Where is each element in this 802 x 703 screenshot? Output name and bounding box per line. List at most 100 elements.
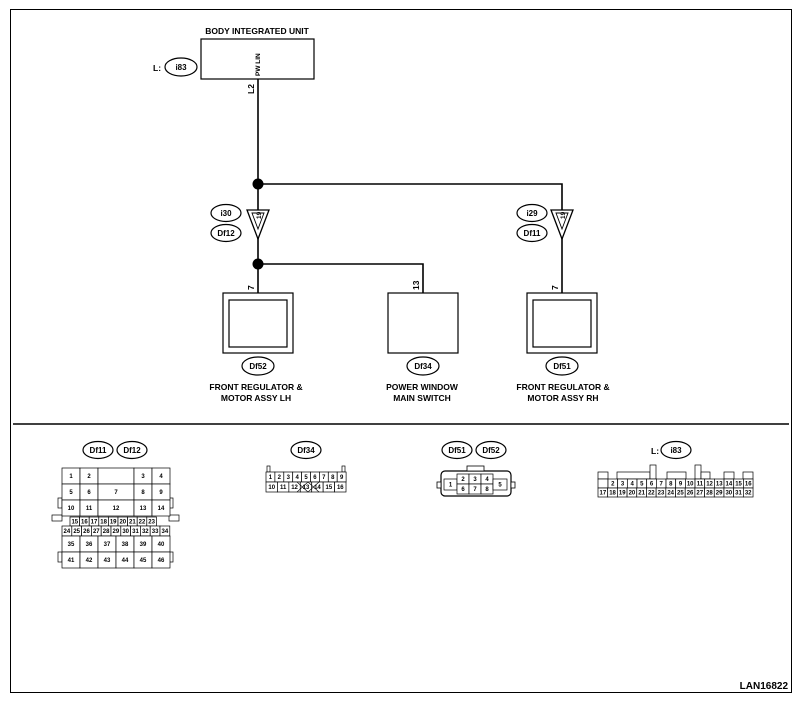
bcm-pin: L2 <box>246 84 256 94</box>
df11-df12-pin-label: 1 <box>69 474 73 480</box>
df34-pin-label: 4 <box>295 475 299 481</box>
df11-tab-left-lower <box>57 551 63 563</box>
i83-pin-label: 6 <box>650 482 654 488</box>
df11-df12-pin-label: 20 <box>119 520 126 526</box>
df11-df12-pin-label: 3 <box>141 474 145 480</box>
df11-df12-pin-label: 8 <box>141 490 145 496</box>
bcm-box <box>200 38 315 80</box>
load-rh-connector-label: Df51 <box>553 362 571 371</box>
face-i83-oval <box>660 440 692 460</box>
i83-pin-label: 32 <box>745 491 752 497</box>
df34-pin-label: 11 <box>280 485 287 491</box>
face-df52-label: Df52 <box>482 446 500 455</box>
df11-tab-right <box>168 514 180 522</box>
df11-df12-pin-label: 5 <box>69 490 73 496</box>
i83-pin-label: 2 <box>611 482 615 488</box>
load-rh-box <box>526 292 598 354</box>
load-lh-box <box>222 292 294 354</box>
df34-pin-label: 3 <box>287 475 291 481</box>
face-df52-oval <box>475 440 507 460</box>
df51-df52-pin-label: 5 <box>498 483 502 489</box>
face-i83-label: i83 <box>670 446 682 455</box>
df34-pin-label: 16 <box>337 485 344 491</box>
df11-df12-cell <box>151 551 171 569</box>
i83-pin-label: 13 <box>716 482 723 488</box>
df11-df12-pin-label: 28 <box>103 529 110 535</box>
df11-df12-pin-label: 18 <box>100 520 107 526</box>
load-lh-name-line2: MOTOR ASSY LH <box>221 393 291 403</box>
i83-pin-label: 31 <box>735 491 742 497</box>
load-lh-pin: 7 <box>246 285 256 290</box>
bcm-connector-label: i83 <box>175 63 187 72</box>
splice-lh-bottom-oval <box>210 223 242 243</box>
df51-df52-pin-label: 8 <box>485 487 489 493</box>
df11-df12-pin-label: 23 <box>148 520 155 526</box>
splice-rh-pin: 19 <box>560 211 567 219</box>
df11-df12-pin-label: 27 <box>93 529 100 535</box>
df11-df12-pin-label: 31 <box>132 529 139 535</box>
df34-pin-label: 10 <box>268 485 275 491</box>
load-rh-pin: 7 <box>550 285 560 290</box>
df34-pin-label: 2 <box>278 475 282 481</box>
i83-pin-label: 9 <box>679 482 683 488</box>
face-df51-oval <box>441 440 473 460</box>
df51-df52-cell <box>492 478 508 491</box>
load-switch-box <box>387 292 459 354</box>
df11-df12-pin-label: 9 <box>159 490 163 496</box>
load-lh-connector-oval <box>241 356 275 376</box>
splice-rh-top-label: i29 <box>526 209 538 218</box>
i83-pin-label: 15 <box>735 482 742 488</box>
i83-pin-label: 12 <box>706 482 713 488</box>
wire-to-switch <box>258 263 424 293</box>
df11-df12-pin-label: 22 <box>139 520 146 526</box>
df11-df12-pin-label: 4 <box>159 474 163 480</box>
df11-df12-pin-label: 34 <box>162 529 169 535</box>
i83-pin-label: 28 <box>706 491 713 497</box>
df11-df12-pin-label: 24 <box>64 529 71 535</box>
i83-pin-label: 3 <box>621 482 625 488</box>
i83-cell <box>742 487 754 498</box>
i83-pin-label: 17 <box>600 491 607 497</box>
df51-ear-left <box>436 481 442 489</box>
connector-arrow-lh-inner <box>251 212 265 231</box>
bcm-connector-oval <box>164 57 198 77</box>
load-switch-connector-label: Df34 <box>414 362 432 371</box>
df11-df12-pin-label: 40 <box>158 542 165 548</box>
df34-pin-label: 9 <box>340 475 344 481</box>
i83-pin-label: 24 <box>667 491 674 497</box>
i83-pin-label: 30 <box>725 491 732 497</box>
load-lh-name-line1: FRONT REGULATOR & <box>209 382 302 392</box>
i83-key <box>694 464 702 480</box>
df11-df12-pin-label: 43 <box>104 558 111 564</box>
i83-key <box>649 464 657 480</box>
df11-tab-left <box>51 514 63 522</box>
face-df12-oval <box>116 440 148 460</box>
i83-pin-label: 29 <box>716 491 723 497</box>
load-switch-name-line2: MAIN SWITCH <box>393 393 451 403</box>
df11-df12-pin-label: 37 <box>104 542 111 548</box>
df51-df52-pin-label: 3 <box>473 477 477 483</box>
load-rh-connector-oval <box>545 356 579 376</box>
df11-df12-pin-label: 45 <box>140 558 147 564</box>
face-df51-label: Df51 <box>448 446 466 455</box>
df34-pin-label: 1 <box>269 475 273 481</box>
i83-pin-label: 14 <box>726 482 733 488</box>
df51-df52-pin-label: 2 <box>461 477 465 483</box>
df11-df12-pin-label: 7 <box>114 490 118 496</box>
i83-key <box>616 471 651 480</box>
df11-df12-pin-label: 29 <box>113 529 120 535</box>
i83-key <box>723 471 735 480</box>
df51-df52-pin-label: 1 <box>449 483 453 489</box>
splice-rh-bottom-label: Df11 <box>524 229 541 238</box>
figure-id: LAN16822 <box>740 681 789 692</box>
i83-pin-label: 10 <box>687 482 694 488</box>
junction-dot-lh <box>252 258 264 270</box>
bcm-terminal-label: PW LIN <box>255 53 262 76</box>
df11-df12-pin-label: 38 <box>122 542 129 548</box>
df11-df12-cell <box>97 467 135 485</box>
i83-pin-label: 11 <box>697 482 704 488</box>
face-df34-label: Df34 <box>297 446 315 455</box>
df11-tab-left-upper <box>57 497 63 509</box>
